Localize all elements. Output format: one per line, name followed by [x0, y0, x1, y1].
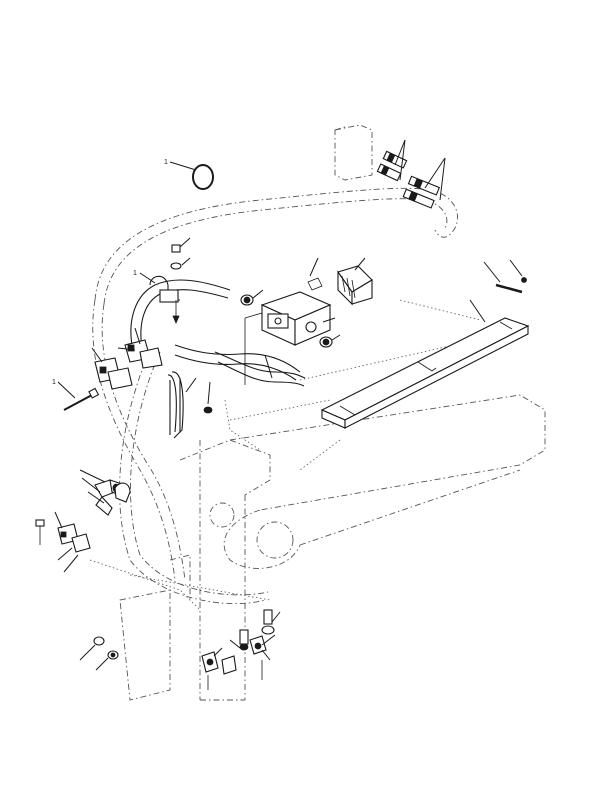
hydraulic-hose-upper	[92, 187, 459, 605]
hose-line-right	[214, 351, 306, 387]
nuts-and-washers	[79, 636, 119, 671]
svg-text:1: 1	[133, 270, 137, 277]
lower-fittings	[201, 609, 281, 690]
hose-fittings-top	[376, 139, 446, 209]
svg-text:1: 1	[52, 379, 56, 386]
manifold-housing	[240, 289, 341, 385]
svg-text:1: 1	[164, 159, 168, 166]
valve-block	[307, 257, 373, 306]
lower-clamp-plates	[35, 511, 91, 573]
boom-arm	[320, 299, 530, 429]
routing-lines	[89, 399, 341, 611]
bolt: 1	[52, 379, 100, 411]
hose-clamp-plates	[91, 327, 163, 390]
o-ring: 1	[164, 159, 214, 190]
boom-arm-phantom	[119, 124, 546, 701]
elbow-fittings	[79, 469, 131, 516]
hydraulic-hose-mid	[130, 279, 301, 435]
strap-top-right	[483, 259, 527, 294]
bracket-strap	[167, 371, 213, 439]
pipe-clamp: 1	[133, 237, 191, 325]
